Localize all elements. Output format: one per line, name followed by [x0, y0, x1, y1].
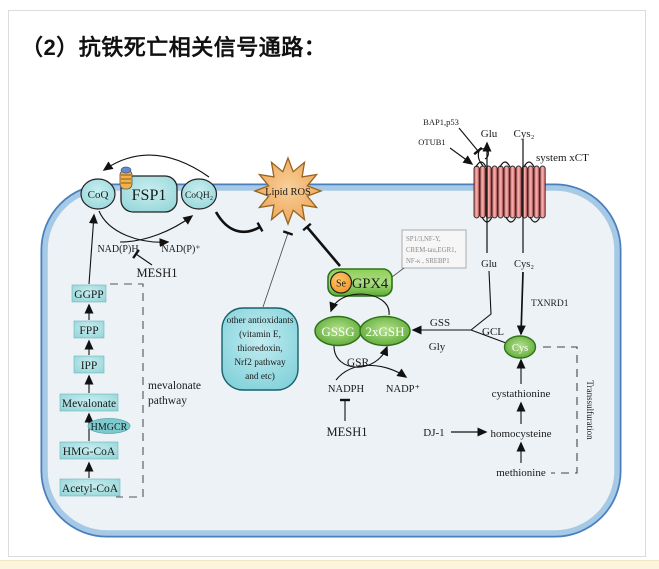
node-hmgcr [87, 418, 131, 434]
dj1-label: DJ-1 [423, 427, 444, 439]
bottom-highlight-strip [0, 560, 659, 569]
mevalonate-pathway-label-1: mevalonate [148, 380, 201, 392]
hmgcr-label: HMGCR [91, 422, 128, 433]
lipid-ros-label: Lipid ROS [265, 187, 311, 198]
node-ipp [73, 355, 105, 374]
gpx4-label: GPX4 [352, 276, 389, 292]
coq-to-nadp-arc [98, 210, 170, 248]
node-hmg-coa [59, 441, 119, 460]
se-label: Se [336, 279, 347, 290]
nadph2-label: NADPH [328, 384, 365, 395]
ipp-label: IPP [81, 360, 98, 372]
mevalonate-bracket [110, 283, 144, 498]
transsulfuration-label: Transsulfuration [585, 380, 595, 440]
gss-label: GSS [430, 317, 450, 329]
tf-line-3: NF-κ , SREBP1 [406, 258, 450, 265]
system-xct-label: system xCT [536, 152, 589, 164]
nadp-plus-label: NAD(P)⁺ [161, 244, 200, 255]
methionine-label: methionine [496, 467, 546, 479]
myristoyl-anchor-icon [119, 166, 133, 190]
node-2xgsh [359, 315, 411, 347]
mevalonate-label: Mevalonate [62, 398, 116, 410]
se-badge [329, 271, 353, 294]
mesh1b-label: MESH1 [327, 425, 368, 439]
tf-line-1: SP1/3,NF-Y, [406, 236, 441, 243]
antiox-line-5: and etc) [245, 371, 275, 382]
mevalonate-pathway-label-2: pathway [148, 395, 187, 407]
system-xct-transporter: system xCT BAP1,p53 OTUB1 Glu Cys₂ Glu C… [418, 117, 589, 336]
lipid-ros-star [253, 156, 323, 226]
gpx4-inhibits-ros [302, 222, 341, 267]
antiox-line-2: (vitamin E, [239, 329, 281, 340]
nadph-to-coqh2-arc [119, 215, 194, 243]
antiox-line-3: thioredoxin, [237, 344, 282, 354]
otub1-label: OTUB1 [418, 137, 445, 147]
gsh-to-gssg-arc [329, 293, 390, 316]
coqh2-label: CoQH₂ [185, 191, 213, 201]
transsulfuration-bracket [543, 346, 578, 474]
antioxidants-inhibit-ros [262, 230, 294, 308]
transsulfuration-pathway: Transsulfuration cystathionine homocyste… [423, 346, 595, 479]
gly-label: Gly [429, 341, 446, 353]
cys2-out-label: Cys₂ [514, 128, 535, 140]
cys-label: Cys [512, 343, 528, 354]
tf-box: SP1/3,NF-Y, CREM-tau,EGR1, NF-κ , SREBP1 [391, 229, 467, 278]
node-fpp [73, 320, 105, 339]
other-antioxidants: other antioxidants (vitamin E, thioredox… [221, 307, 299, 391]
ggpp-label: GGPP [74, 289, 103, 301]
nadp2-plus-label: NADP⁺ [386, 384, 421, 395]
cys-branch-line [470, 329, 507, 344]
node-mevalonate [59, 393, 119, 412]
homocysteine-label: homocysteine [490, 428, 551, 440]
antiox-line-1: other antioxidants [227, 316, 294, 326]
mesh1-label: MESH1 [137, 266, 178, 280]
fpp-label: FPP [79, 325, 98, 337]
mesh1-inhibit-nadph [132, 249, 153, 266]
gsh2x-label: 2xGSH [365, 324, 404, 339]
gpx4-gsh-system: Se GPX4 GSSG 2xGSH GSR NADPH NADP⁺ MESH1 [314, 268, 421, 439]
tf-line-2: CREM-tau,EGR1, [406, 247, 457, 254]
glu-in-label: Glu [481, 259, 498, 270]
coqh2-inhibits-ros [214, 211, 264, 234]
gcl-label: GCL [482, 326, 504, 338]
nadph-swoosh [335, 364, 408, 381]
node-coqh2 [180, 178, 218, 210]
gsh-synthesis: GSS Gly GCL Cys [411, 270, 537, 359]
antiox-line-4: Nrf2 pathway [234, 357, 286, 368]
glu-branch-line [470, 270, 492, 331]
coqh2-to-coq-arc [102, 154, 210, 178]
transporter-loops [475, 148, 541, 223]
mevalonate-pathway: mevalonate pathway GGPP FPP IPP Mevalona… [59, 213, 201, 498]
fsp1-label: FSP1 [132, 187, 167, 204]
glu-out-label: Glu [481, 128, 498, 140]
page-title: （2）抗铁死亡相关信号通路： [21, 35, 327, 60]
node-acetyl-coa [59, 478, 121, 497]
bap1-p53-label: BAP1,p53 [423, 117, 459, 127]
antioxidants-bubble [221, 307, 299, 391]
txnrd1-label: TXNRD1 [531, 299, 569, 309]
bap1-p53-inhibits-xct [458, 127, 483, 156]
node-ggpp [71, 284, 107, 303]
coq-label: CoQ [88, 189, 109, 201]
hmg-coa-label: HMG-CoA [63, 446, 116, 458]
fsp1-coq-system: CoQ FSP1 CoQH₂ NAD(P)H NAD(P)⁺ MESH1 [80, 154, 218, 280]
node-fsp1 [120, 175, 178, 213]
otub1-activates-xct [449, 147, 474, 165]
txnrd1-arrow [516, 271, 526, 336]
gssg-label: GSSG [321, 324, 354, 339]
tf-box-rect [401, 229, 467, 269]
node-cys [503, 335, 537, 359]
acetyl-coa-label: Acetyl-CoA [62, 483, 119, 495]
cys2-in-label: Cys₂ [514, 259, 534, 270]
node-coq [80, 178, 116, 210]
nadph-label: NAD(P)H [97, 244, 138, 255]
gsr-label: GSR [347, 357, 370, 369]
cell-membrane [40, 183, 622, 538]
lipid-ros: Lipid ROS [214, 156, 341, 308]
tf-to-gpx4-line [391, 267, 405, 278]
cystathionine-label: cystathionine [492, 388, 551, 400]
